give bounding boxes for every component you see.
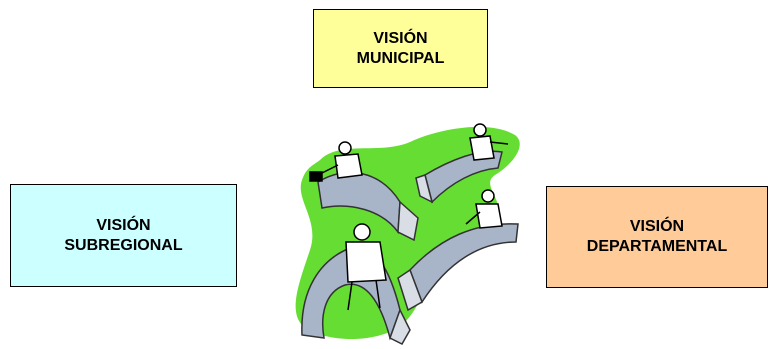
vision-subregional-box: VISIÓN SUBREGIONAL	[10, 184, 237, 287]
vision-departamental-box: VISIÓN DEPARTAMENTAL	[546, 186, 768, 288]
vision-departamental-line2: DEPARTAMENTAL	[586, 238, 728, 255]
people-walking-on-bridges-icon	[295, 123, 520, 345]
vision-municipal-line2: MUNICIPAL	[356, 49, 445, 67]
vision-subregional-line1: VISIÓN	[96, 216, 151, 234]
vision-municipal-line1: VISIÓN	[373, 29, 428, 47]
vision-departamental-line1: VISIÓN	[629, 218, 685, 235]
vision-municipal-box: VISIÓN MUNICIPAL	[313, 9, 488, 88]
vision-subregional-line2: SUBREGIONAL	[64, 236, 183, 254]
walking-people	[309, 123, 509, 311]
